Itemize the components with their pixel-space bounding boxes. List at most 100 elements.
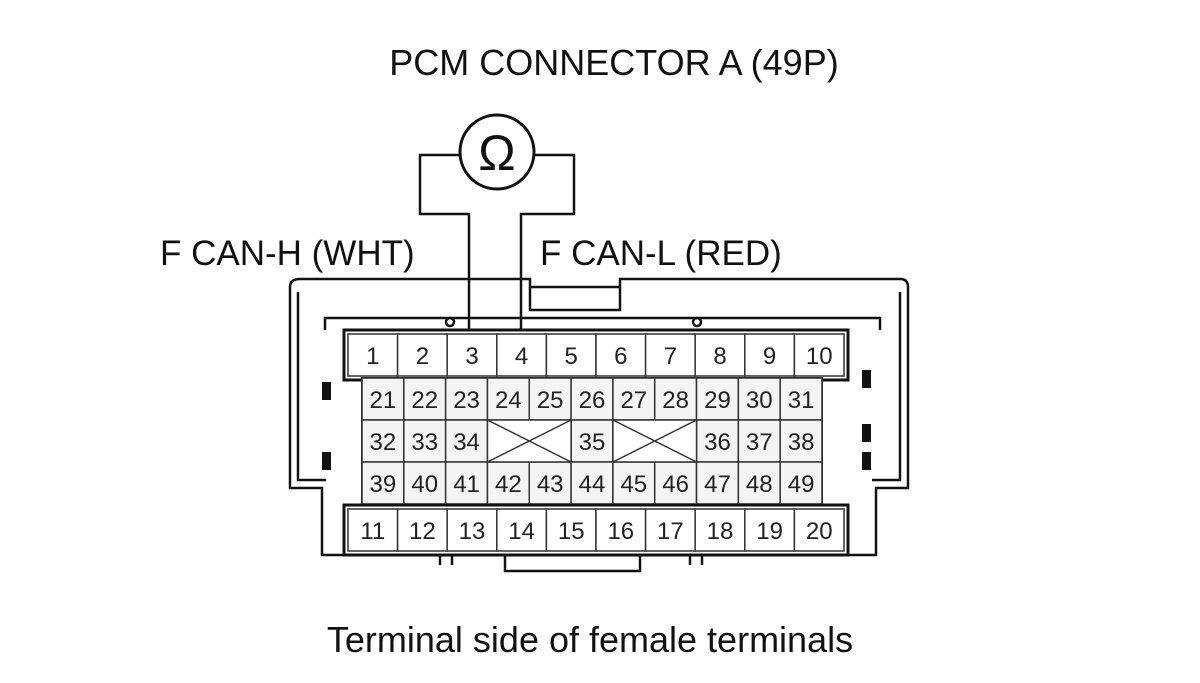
terminal-cell [361,461,405,505]
terminal-cell [779,377,823,421]
terminal-label: 22 [411,387,438,414]
housing-inner-left [296,292,326,482]
terminal-label: 21 [370,387,397,414]
terminal-cell [361,419,405,463]
terminal-label: 27 [620,387,647,414]
terminal-cell [737,461,781,505]
terminal-cell [595,333,647,377]
terminal-label: 3 [465,343,478,370]
terminal-label: 23 [453,387,480,414]
terminal-label: 25 [537,387,564,414]
terminal-label: 4 [515,343,528,370]
probe-lead-left [418,153,471,330]
terminal-cell [444,377,489,421]
terminal-label: 1 [366,343,379,370]
terminal-cell [403,377,447,421]
terminal-label: 49 [788,471,815,498]
probe-label-can-h: F CAN-H (WHT) [160,234,415,273]
terminal-label: 38 [788,429,815,456]
latch-right-mid [862,424,871,442]
terminal-label: 32 [370,429,397,456]
terminal-cell [545,508,597,552]
terminal-label: 13 [459,518,486,545]
probe-leads [418,153,576,330]
terminal-label: 28 [662,387,689,414]
terminal-label: 26 [579,387,606,414]
terminal-label: 11 [360,518,385,545]
terminal-cell [793,508,845,552]
terminal-label: 8 [713,343,726,370]
terminal-label: 20 [806,518,833,545]
terminal-label: 33 [411,429,438,456]
terminal-label: 42 [495,471,522,498]
terminal-label: 17 [657,518,684,545]
terminal-label: 30 [746,387,773,414]
terminal-cell [694,333,746,377]
empty-cavity-cross [612,419,697,463]
terminal-label: 12 [409,518,436,545]
terminal-label: 31 [788,387,815,414]
terminal-cell [744,333,796,377]
latch-left-lower [322,452,331,470]
terminal-label: 19 [756,518,783,545]
terminal-cell [347,508,399,552]
terminal-label: 6 [614,343,627,370]
terminal-label: 47 [704,471,731,498]
terminal-label: 44 [579,471,606,498]
terminal-label: 15 [558,518,585,545]
latch-left-upper [322,382,331,400]
empty-cavity-cross [487,419,572,463]
terminal-cell [545,333,597,377]
terminal-cell [612,461,656,505]
terminal-cell [744,508,796,552]
housing-inner-right [872,292,902,482]
terminal-cell [347,333,399,377]
terminal-cell [644,508,696,552]
diagram-caption: Terminal side of female terminals [327,619,853,660]
terminal-label: 46 [662,471,689,498]
terminal-label: 16 [607,518,634,545]
housing-key-right [691,316,703,328]
terminal-cell [793,333,845,377]
terminal-label: 34 [453,429,480,456]
terminal-label: 36 [704,429,731,456]
terminal-cell [444,461,489,505]
terminal-label: 39 [370,471,397,498]
terminal-cell [446,508,498,552]
latch-right-lower [862,452,871,470]
terminal-label: 48 [746,471,773,498]
housing-top-tab [528,287,622,312]
ohm-symbol: Ω [478,125,515,181]
probe-lead-right [519,153,576,330]
terminal-cell [570,377,614,421]
terminal-label: 9 [763,343,776,370]
housing-key-left [444,316,456,328]
probe-label-can-l: F CAN-L (RED) [540,234,782,273]
terminal-label: 41 [453,471,480,498]
terminal-cell [779,461,823,505]
terminal-cell [779,419,823,463]
ohmmeter-icon: Ω [458,113,536,191]
terminal-cell [644,333,696,377]
terminal-cell [595,508,647,552]
housing-outer [288,277,910,557]
terminal-cell [653,377,698,421]
terminal-label: 7 [664,343,677,370]
diagram-title: PCM CONNECTOR A (49P) [389,42,838,83]
terminal-label: 2 [416,343,429,370]
terminal-cell [396,508,448,552]
housing-inner-frame [323,316,882,330]
terminal-label: 43 [537,471,564,498]
terminal-label: 40 [411,471,438,498]
terminal-label: 14 [508,518,535,545]
terminal-label: 10 [806,343,833,370]
side-latches [322,370,871,470]
terminal-label: 29 [704,387,731,414]
terminal-label: 37 [746,429,773,456]
latch-right-upper [862,370,871,388]
terminal-label: 35 [579,429,606,456]
